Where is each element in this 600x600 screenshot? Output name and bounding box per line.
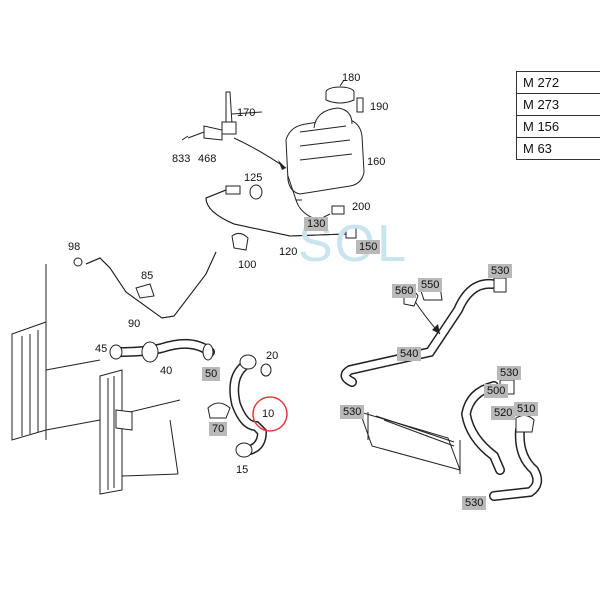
callout-90: 90 <box>128 318 141 330</box>
callout-130: 130 <box>304 217 329 231</box>
callout-468: 468 <box>198 153 217 165</box>
callout-125: 125 <box>244 172 263 184</box>
callout-530: 530 <box>488 264 513 278</box>
callout-70: 70 <box>209 422 228 436</box>
callout-520: 520 <box>491 406 516 420</box>
callout-530: 530 <box>462 496 487 510</box>
callout-120: 120 <box>279 246 298 258</box>
callout-500: 500 <box>484 384 509 398</box>
callout-98: 98 <box>68 241 81 253</box>
callout-170: 170 <box>237 107 256 119</box>
callout-150: 150 <box>356 240 381 254</box>
radiator <box>11 264 181 495</box>
callout-40: 40 <box>160 365 173 377</box>
sensor-170 <box>181 91 263 141</box>
highlight-circle <box>252 396 288 432</box>
callout-540: 540 <box>397 347 422 361</box>
callout-550: 550 <box>418 278 443 292</box>
expansion-tank <box>285 86 365 201</box>
callout-560: 560 <box>392 284 417 298</box>
callout-15: 15 <box>236 464 249 476</box>
callout-530: 530 <box>340 405 365 419</box>
callout-190: 190 <box>370 101 389 113</box>
callout-200: 200 <box>352 201 371 213</box>
engine-row: M 272 <box>517 72 600 94</box>
callout-833: 833 <box>172 153 191 165</box>
engine-row: M 156 <box>517 116 600 138</box>
engine-table: M 272 M 273 M 156 M 63 <box>516 71 600 160</box>
callout-45: 45 <box>95 343 108 355</box>
callout-85: 85 <box>141 270 154 282</box>
engine-row: M 273 <box>517 94 600 116</box>
callout-530: 530 <box>497 366 522 380</box>
callout-180: 180 <box>342 72 361 84</box>
callout-100: 100 <box>238 259 257 271</box>
callout-510: 510 <box>514 402 539 416</box>
intercooler <box>359 411 461 474</box>
callout-10: 10 <box>262 408 275 420</box>
callout-50: 50 <box>202 367 221 381</box>
callout-20: 20 <box>266 350 279 362</box>
engine-row: M 63 <box>523 141 552 156</box>
callout-160: 160 <box>367 156 386 168</box>
